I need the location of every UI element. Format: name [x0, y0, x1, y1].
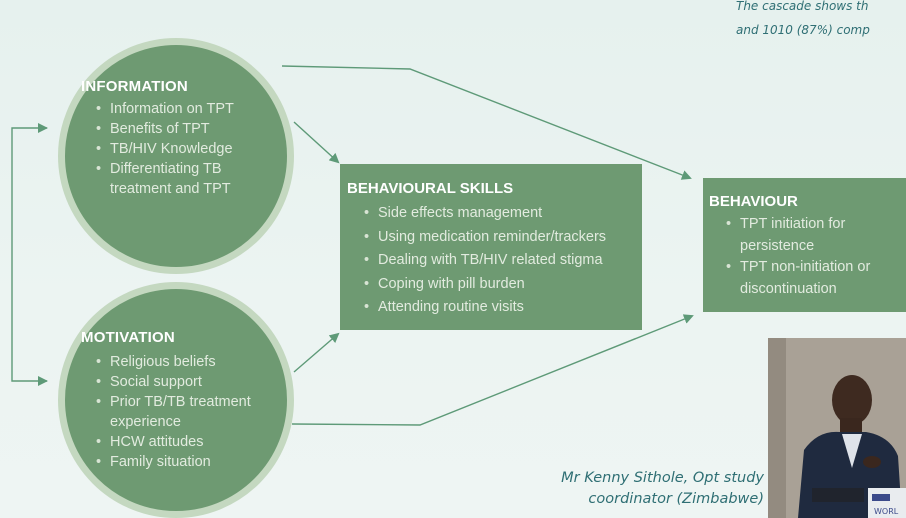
arrow-motiv-to-skills — [293, 332, 340, 373]
motivation-item: Prior TB/TB treatment — [96, 392, 251, 412]
behaviour-item: TPT initiation for — [726, 214, 870, 236]
feedback-arrow-bottom — [38, 376, 48, 386]
arrow-motiv-to-behaviour — [291, 314, 694, 426]
behavioural-skills-item: Attending routine visits — [364, 296, 606, 320]
behaviour-list: TPT initiation for persistence TPT non-i… — [726, 214, 870, 300]
behavioural-skills-item: Using medication reminder/trackers — [364, 226, 606, 250]
information-list: Information on TPT Benefits of TPT TB/HI… — [96, 99, 234, 199]
caption-top: The cascade shows th and 1010 (87%) comp — [736, 0, 906, 42]
speaker-photo: WORL — [768, 338, 906, 518]
motivation-item: Social support — [96, 372, 251, 392]
arrow-info-to-skills — [293, 121, 340, 164]
photo-caption-line1: Mr Kenny Sithole, Opt study — [561, 470, 764, 486]
behaviour-item: TPT non-initiation or — [726, 257, 870, 279]
motivation-item: experience — [110, 414, 181, 430]
speaker-illustration: WORL — [768, 338, 906, 518]
feedback-bracket — [11, 127, 47, 382]
svg-text:WORL: WORL — [874, 507, 899, 516]
behaviour-item: discontinuation — [740, 280, 837, 297]
photo-caption-line2: coordinator (Zimbabwe) — [588, 491, 764, 507]
information-item: treatment and TPT — [110, 181, 231, 197]
information-circle: INFORMATION Information on TPT Benefits … — [58, 38, 294, 274]
behavioural-skills-title: BEHAVIOURAL SKILLS — [347, 180, 514, 197]
motivation-list: Religious beliefs Social support Prior T… — [96, 352, 251, 472]
arrow-info-to-behaviour — [281, 65, 692, 180]
behavioural-skills-item: Side effects management — [364, 202, 606, 226]
motivation-item: Religious beliefs — [96, 352, 251, 372]
motivation-circle: MOTIVATION Religious beliefs Social supp… — [58, 282, 294, 518]
behavioural-skills-list: Side effects management Using medication… — [364, 202, 606, 320]
photo-caption: Mr Kenny Sithole, Opt study coordinator … — [561, 468, 764, 510]
feedback-arrow-top — [38, 123, 48, 133]
caption-top-line2: and 1010 (87%) comp — [736, 23, 870, 37]
motivation-item: Family situation — [96, 452, 251, 472]
behavioural-skills-item: Dealing with TB/HIV related stigma — [364, 249, 606, 273]
information-item: TB/HIV Knowledge — [96, 139, 234, 159]
behaviour-item: persistence — [740, 237, 815, 254]
motivation-title: MOTIVATION — [81, 329, 175, 346]
information-item: Benefits of TPT — [96, 119, 234, 139]
caption-top-line1: The cascade shows th — [736, 0, 869, 13]
behavioural-skills-box: BEHAVIOURAL SKILLS Side effects manageme… — [340, 164, 642, 330]
information-title: INFORMATION — [81, 78, 188, 95]
behaviour-box: BEHAVIOUR TPT initiation for persistence… — [703, 178, 906, 312]
motivation-item: HCW attitudes — [96, 432, 251, 452]
behaviour-title: BEHAVIOUR — [709, 193, 798, 210]
behavioural-skills-item: Coping with pill burden — [364, 273, 606, 297]
information-item: Differentiating TB — [96, 159, 234, 179]
information-item: Information on TPT — [96, 99, 234, 119]
